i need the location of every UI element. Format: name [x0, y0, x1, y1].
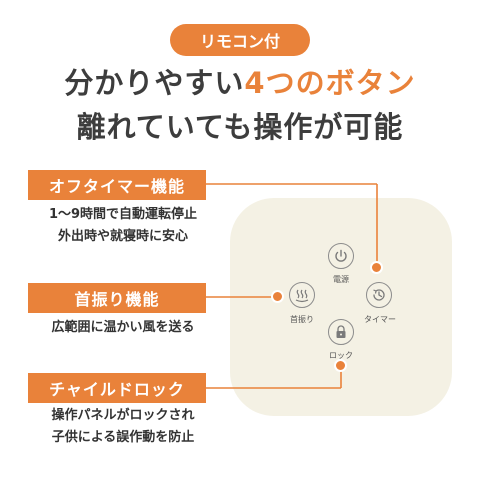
power-label: 電源: [333, 275, 349, 284]
power-icon: [335, 249, 347, 262]
headline-accent-text: 4つのボタン: [244, 66, 416, 100]
swing-callout-dot: [271, 290, 284, 303]
swing-wave-icon: [295, 289, 309, 303]
lock-button[interactable]: [328, 319, 354, 345]
desc-line: 1〜9時間で自動運転停止: [48, 207, 198, 222]
swing-button[interactable]: [289, 282, 315, 308]
headline-line-1: 分かりやすい4つのボタン: [0, 60, 480, 102]
timer-button[interactable]: [366, 282, 392, 308]
remote-included-badge: リモコン付: [170, 24, 310, 56]
headline-line-2: 離れていても操作が可能: [76, 110, 404, 144]
power-button[interactable]: [328, 243, 354, 269]
feature-desc-child-lock: 操作パネルがロックされ 子供による誤作動を防止: [28, 405, 218, 449]
lock-icon: [336, 325, 346, 338]
headline-text: 分かりやすい: [64, 66, 245, 100]
feature-desc-off-timer: 1〜9時間で自動運転停止 外出時や就寝時に安心: [28, 204, 218, 248]
timer-clock-icon: [373, 289, 385, 301]
timer-label: タイマー: [364, 315, 396, 324]
feature-title-child-lock: チャイルドロック: [28, 373, 206, 403]
desc-line: 広範囲に温かい風を送る: [51, 320, 195, 335]
desc-line: 外出時や就寝時に安心: [57, 229, 188, 244]
desc-line: 操作パネルがロックされ: [51, 408, 195, 423]
feature-title-swing: 首振り機能: [28, 283, 206, 313]
swing-label: 首振り: [290, 315, 314, 324]
feature-desc-swing: 広範囲に温かい風を送る: [28, 317, 218, 339]
remote-control: 電源 首振り タイマー ロック: [230, 198, 452, 416]
feature-title-off-timer: オフタイマー機能: [28, 170, 206, 200]
lock-label: ロック: [329, 351, 353, 360]
lock-callout-dot: [334, 359, 347, 372]
timer-callout-dot: [370, 261, 383, 274]
desc-line: 子供による誤作動を防止: [51, 430, 195, 445]
